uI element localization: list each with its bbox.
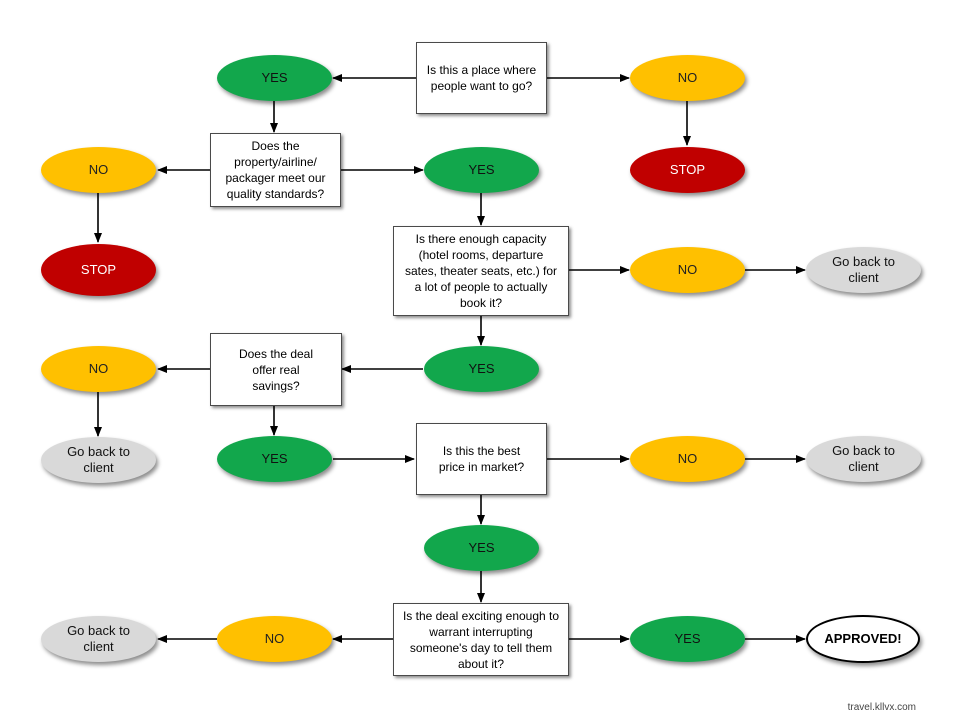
answer-no: NO [217, 616, 332, 662]
approved-label: APPROVED! [824, 631, 902, 646]
stop-terminal: STOP [41, 244, 156, 296]
terminal-label: Go back to client [67, 623, 130, 654]
stop-label: STOP [669, 162, 706, 177]
question-real-savings: Does the deal offer real savings? [210, 333, 342, 406]
question-quality-standards: Does the property/airline/ packager meet… [210, 133, 341, 207]
question-text: Is there enough capacity (hotel rooms, d… [404, 232, 558, 310]
go-back-to-client: Go back to client [806, 436, 921, 482]
question-deal-exciting: Is the deal exciting enough to warrant i… [393, 603, 569, 676]
question-text: Is the deal exciting enough to warrant i… [402, 608, 560, 671]
answer-yes: YES [424, 147, 539, 193]
answer-yes: YES [217, 436, 332, 482]
question-text: Does the deal offer real savings? [238, 346, 314, 393]
answer-label: NO [88, 162, 109, 177]
answer-no: NO [630, 247, 745, 293]
question-text: Is this a place where people want to go? [426, 63, 537, 93]
go-back-to-client: Go back to client [41, 616, 156, 662]
answer-label: YES [468, 162, 495, 177]
answer-no: NO [630, 436, 745, 482]
go-back-to-client: Go back to client [41, 437, 156, 483]
approved-terminal: APPROVED! [806, 615, 920, 663]
answer-yes: YES [424, 525, 539, 571]
answer-yes: YES [424, 346, 539, 392]
go-back-to-client: Go back to client [806, 247, 921, 293]
answer-yes: YES [217, 55, 332, 101]
answer-label: NO [677, 70, 698, 85]
answer-no: NO [41, 147, 156, 193]
stop-label: STOP [80, 262, 117, 277]
answer-label: NO [677, 262, 698, 277]
terminal-label: Go back to client [67, 444, 130, 475]
question-place-people-want: Is this a place where people want to go? [416, 42, 547, 114]
question-enough-capacity: Is there enough capacity (hotel rooms, d… [393, 226, 569, 316]
answer-label: YES [674, 631, 701, 646]
watermark: travel.kllvx.com [847, 702, 916, 713]
answer-label: YES [468, 361, 495, 376]
answer-no: NO [630, 55, 745, 101]
answer-label: NO [264, 631, 285, 646]
answer-label: NO [88, 361, 109, 376]
answer-label: YES [261, 70, 288, 85]
terminal-label: Go back to client [832, 443, 895, 474]
terminal-label: Go back to client [832, 254, 895, 285]
answer-label: YES [261, 451, 288, 466]
answer-label: NO [677, 451, 698, 466]
question-text: Does the property/airline/ packager meet… [225, 139, 326, 201]
answer-no: NO [41, 346, 156, 392]
stop-terminal: STOP [630, 147, 745, 193]
question-text: Is this the best price in market? [438, 444, 525, 474]
question-best-price: Is this the best price in market? [416, 423, 547, 495]
answer-label: YES [468, 540, 495, 555]
answer-yes: YES [630, 616, 745, 662]
